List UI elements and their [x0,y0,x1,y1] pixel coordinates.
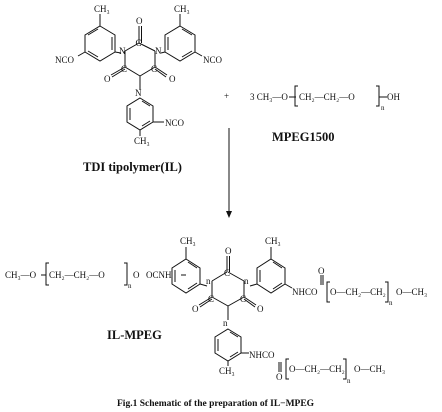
product-right-repeat-unit: O—CH₂—CH₂ [330,287,386,297]
il-ring-c-left: C [121,64,127,74]
mpeg-prefix: 3 CH₃—O [250,92,288,102]
product-bottom-benzene-ring: CH₃ [214,328,249,376]
il-ring-n-bottom: N [135,88,142,98]
product-ring-n-right: n [244,276,249,286]
product-left-repeat-unit: CH₂—CH₂—O [49,270,105,280]
il-ring-o-right: O [169,74,176,84]
reaction-arrow [226,128,232,218]
product-left-ch3o: CH₃—O [5,270,37,280]
product-right-carbonyl-o: O [318,266,325,276]
product-ring-c-left: C [208,294,214,304]
product-right-benzene-ring: CH₃ [249,236,293,294]
il-ring-o-top: O [136,16,143,26]
product-right-nhco: NHCO [292,287,318,297]
product-isocyanurate-ring: O C n n C C O O n [192,246,264,328]
il-ring-c-top: C [136,38,142,48]
mpeg-end: OH [387,92,400,102]
product-bottom-carbonyl-o: O [276,372,283,382]
product-ring-n-left: n [206,276,211,286]
mpeg-formula: 3 CH₃—O CH₂—CH₂—O n OH [250,85,400,112]
product-right-n: n [389,299,393,307]
product-bottom-end: O—CH₃ [354,364,385,374]
il-left-nco: NCO [55,55,75,65]
il-name: TDI tipolymer(IL) [83,160,182,174]
product-ring-c-right: C [240,294,246,304]
mpeg-name: MPEG1500 [272,130,335,144]
product-ring-o-left: O [192,304,199,314]
il-ring-o-left: O [104,74,111,84]
product-bottom-repeat-unit: O—CH₂—CH₂ [289,364,345,374]
il-structure: O C N N C C O O N CH₃ NCO [55,4,223,146]
product-bottom-n: n [347,377,351,385]
product-left-ch3: CH₃ [180,236,196,246]
product-left-ocnh: OCNH [146,270,172,280]
il-bottom-nco: NCO [165,118,185,128]
il-left-benzene-ring: CH₃ NCO [55,4,122,65]
product-ring-o-right: O [257,304,264,314]
mpeg-repeat-unit: CH₂—CH₂—O [299,92,355,102]
product-left-link-o: O [133,270,140,280]
product-ring-n-bottom: n [223,318,228,328]
il-ring-n-left: N [119,46,126,56]
product-ring-o-top: O [225,246,232,256]
product-bottom-nhco: NHCO [249,350,275,360]
il-right-nco: NCO [203,55,223,65]
product-structure: CH₃—O CH₂—CH₂—O n O OCNH CH₃ [5,236,427,385]
product-name: IL-MPEG [107,328,162,342]
il-ring-n-right: N [155,46,162,56]
product-left-n: n [128,282,132,290]
plus-sign: + [224,91,229,101]
product-bottom-ch3: CH₃ [219,366,235,376]
product-ring-c-top: C [224,268,230,278]
il-bottom-ch3: CH₃ [134,136,150,146]
product-left-chain: CH₃—O CH₂—CH₂—O n O OCNH [5,262,186,290]
product-right-ch3: CH₃ [265,236,281,246]
figure-caption: Fig.1 Schematic of the preparation of IL… [117,399,315,409]
il-left-ch3: CH₃ [94,4,110,14]
il-bottom-benzene-ring: NCO CH₃ [126,97,185,146]
product-left-benzene-ring: CH₃ [171,236,208,294]
product-bottom-chain: NHCO O O—CH₂—CH₂ n O—CH₃ [249,350,385,385]
product-right-end: O—CH₃ [396,287,427,297]
il-isocyanurate-ring: O C N N C C O O N [104,16,176,98]
product-right-chain: NHCO O O—CH₂—CH₂ n O—CH₃ [292,266,427,307]
mpeg-n: n [381,104,385,112]
il-ring-c-right: C [151,64,157,74]
il-right-ch3: CH₃ [174,4,190,14]
il-right-benzene-ring: CH₃ NCO [160,4,223,65]
